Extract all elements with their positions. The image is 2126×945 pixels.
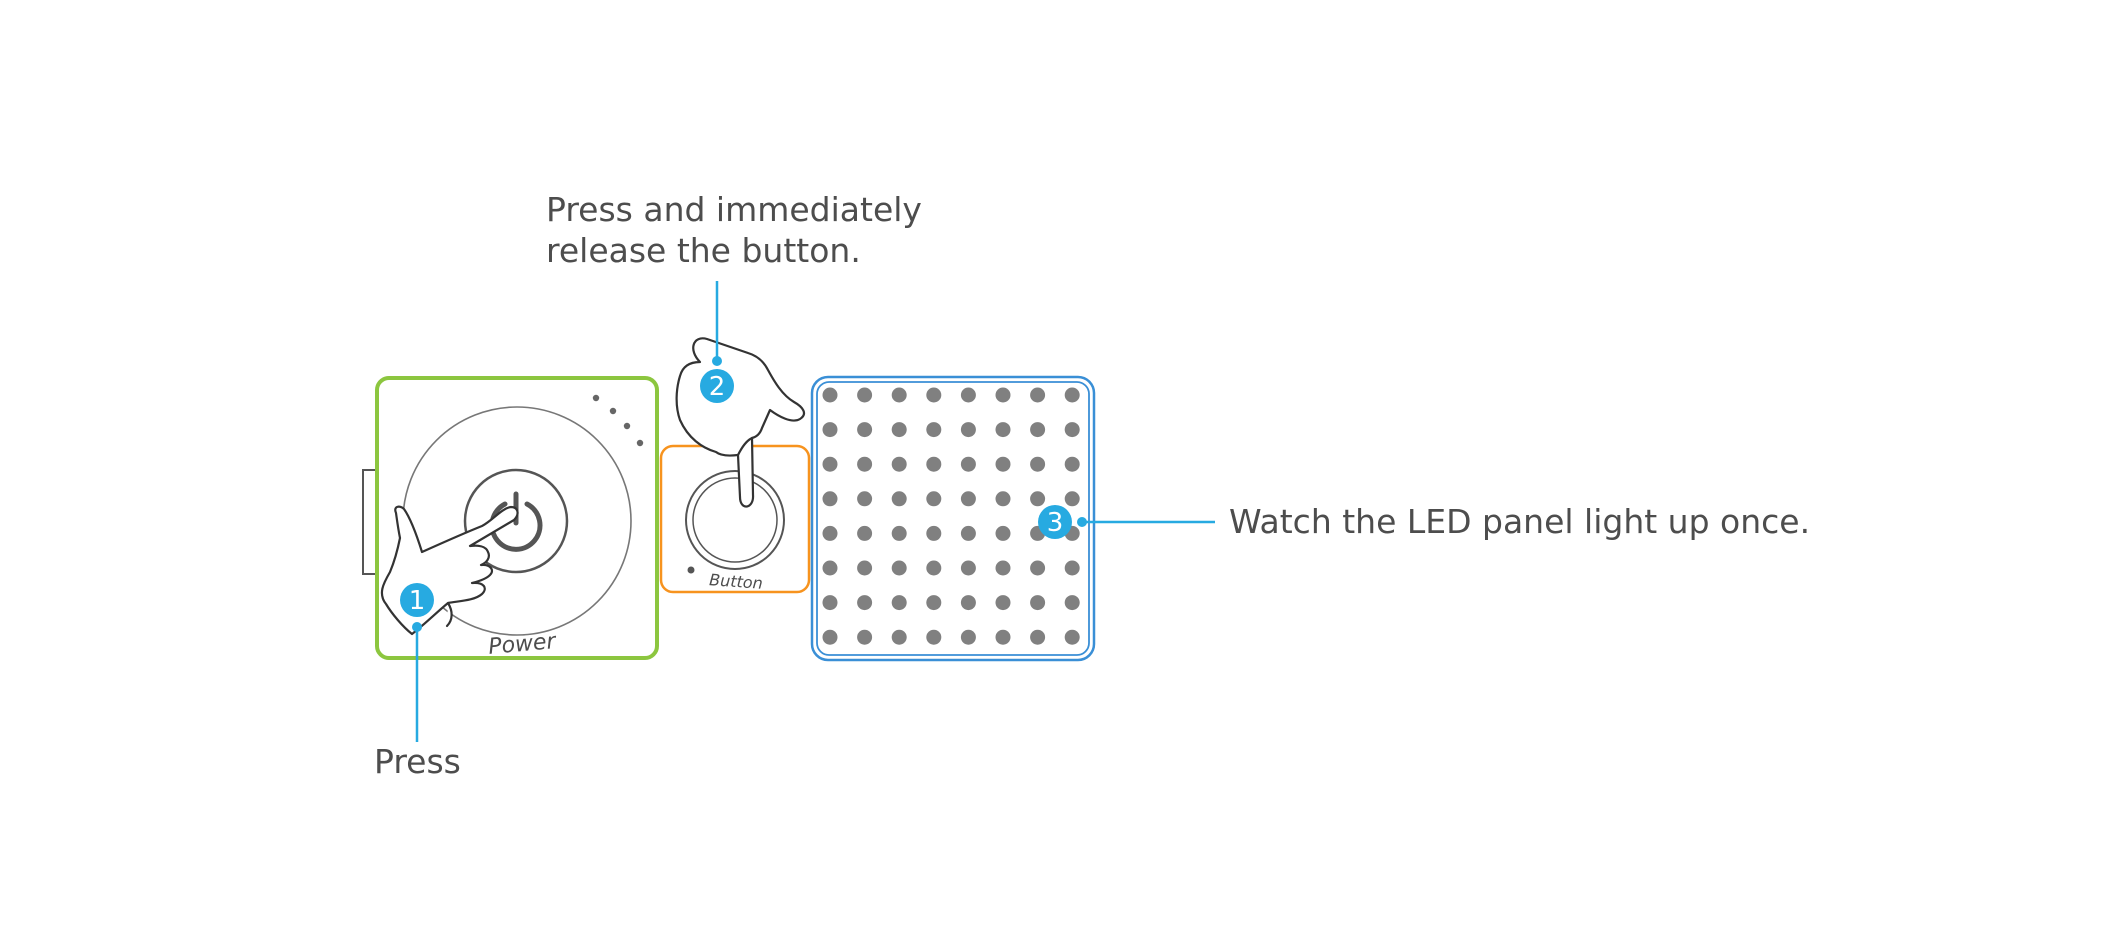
led-dot	[926, 629, 942, 645]
step-3-caption: Watch the LED panel light up once.	[1229, 502, 1810, 541]
step-2-caption-line-1: Press and immediately	[546, 190, 922, 229]
led-dot	[1064, 560, 1080, 576]
led-dot	[857, 456, 873, 472]
led-grid	[822, 387, 1080, 645]
button-module: Button	[659, 444, 811, 594]
step-1-caption: Press	[374, 742, 461, 781]
power-connector	[362, 469, 378, 575]
led-dot	[891, 491, 907, 507]
step-number-3: 3	[1047, 508, 1064, 538]
led-dot	[960, 525, 976, 541]
led-dot	[926, 422, 942, 438]
led-panel-frame-inner	[816, 381, 1090, 656]
led-dot	[995, 456, 1011, 472]
led-dot	[995, 387, 1011, 403]
led-dot	[857, 422, 873, 438]
led-dot	[822, 387, 838, 403]
power-indicator-dots	[592, 394, 644, 447]
led-dot	[960, 456, 976, 472]
led-dot	[995, 560, 1011, 576]
led-dot	[891, 525, 907, 541]
led-dot	[926, 525, 942, 541]
led-dot	[822, 595, 838, 611]
led-dot	[960, 491, 976, 507]
led-dot	[1064, 422, 1080, 438]
led-dot	[995, 595, 1011, 611]
step-badge-1	[400, 583, 434, 617]
step-badge-3	[1038, 505, 1072, 539]
push-button[interactable]	[692, 477, 778, 563]
led-dot	[1030, 560, 1046, 576]
led-dot	[1064, 595, 1080, 611]
led-dot	[822, 491, 838, 507]
led-dot	[1064, 629, 1080, 645]
led-dot	[857, 387, 873, 403]
led-dot	[857, 491, 873, 507]
led-dot	[995, 422, 1011, 438]
step-2-caption-line-2: release the button.	[546, 231, 861, 270]
button-module-label: Button	[709, 570, 764, 593]
led-dot	[822, 422, 838, 438]
led-dot	[960, 629, 976, 645]
led-dot	[857, 525, 873, 541]
led-dot	[960, 560, 976, 576]
led-dot	[926, 595, 942, 611]
led-dot	[1064, 491, 1080, 507]
led-dot	[1030, 422, 1046, 438]
led-dot	[1030, 387, 1046, 403]
led-panel-module	[810, 375, 1096, 662]
led-dot	[960, 387, 976, 403]
led-dot	[891, 560, 907, 576]
step-number-2: 2	[709, 372, 726, 402]
led-dot	[891, 387, 907, 403]
led-dot	[1030, 595, 1046, 611]
callout-anchor-2	[712, 356, 722, 366]
step-number-1: 1	[409, 586, 426, 616]
led-dot	[857, 595, 873, 611]
led-dot	[891, 456, 907, 472]
led-dot	[926, 456, 942, 472]
led-dot	[891, 595, 907, 611]
led-dot	[960, 422, 976, 438]
led-dot	[1030, 629, 1046, 645]
led-dot	[926, 491, 942, 507]
led-dot	[822, 525, 838, 541]
led-dot	[857, 560, 873, 576]
callout-step-3: 3	[1038, 505, 1215, 539]
callout-step-2: 2	[700, 281, 734, 403]
led-dot	[926, 387, 942, 403]
led-dot	[960, 595, 976, 611]
power-module-label: Power	[487, 629, 558, 660]
led-dot	[995, 491, 1011, 507]
led-dot	[891, 629, 907, 645]
led-dot	[1030, 456, 1046, 472]
led-dot	[1030, 491, 1046, 507]
led-dot	[822, 560, 838, 576]
led-dot	[926, 560, 942, 576]
led-dot	[857, 629, 873, 645]
led-dot	[822, 456, 838, 472]
led-dot	[1064, 387, 1080, 403]
button-indicator-dot	[687, 566, 695, 574]
led-dot	[822, 629, 838, 645]
led-dot	[995, 629, 1011, 645]
led-dot	[995, 525, 1011, 541]
led-dot	[891, 422, 907, 438]
step-badge-2	[700, 369, 734, 403]
led-dot	[1064, 456, 1080, 472]
callout-step-1: 1	[400, 583, 434, 742]
callout-anchor-1	[412, 622, 422, 632]
